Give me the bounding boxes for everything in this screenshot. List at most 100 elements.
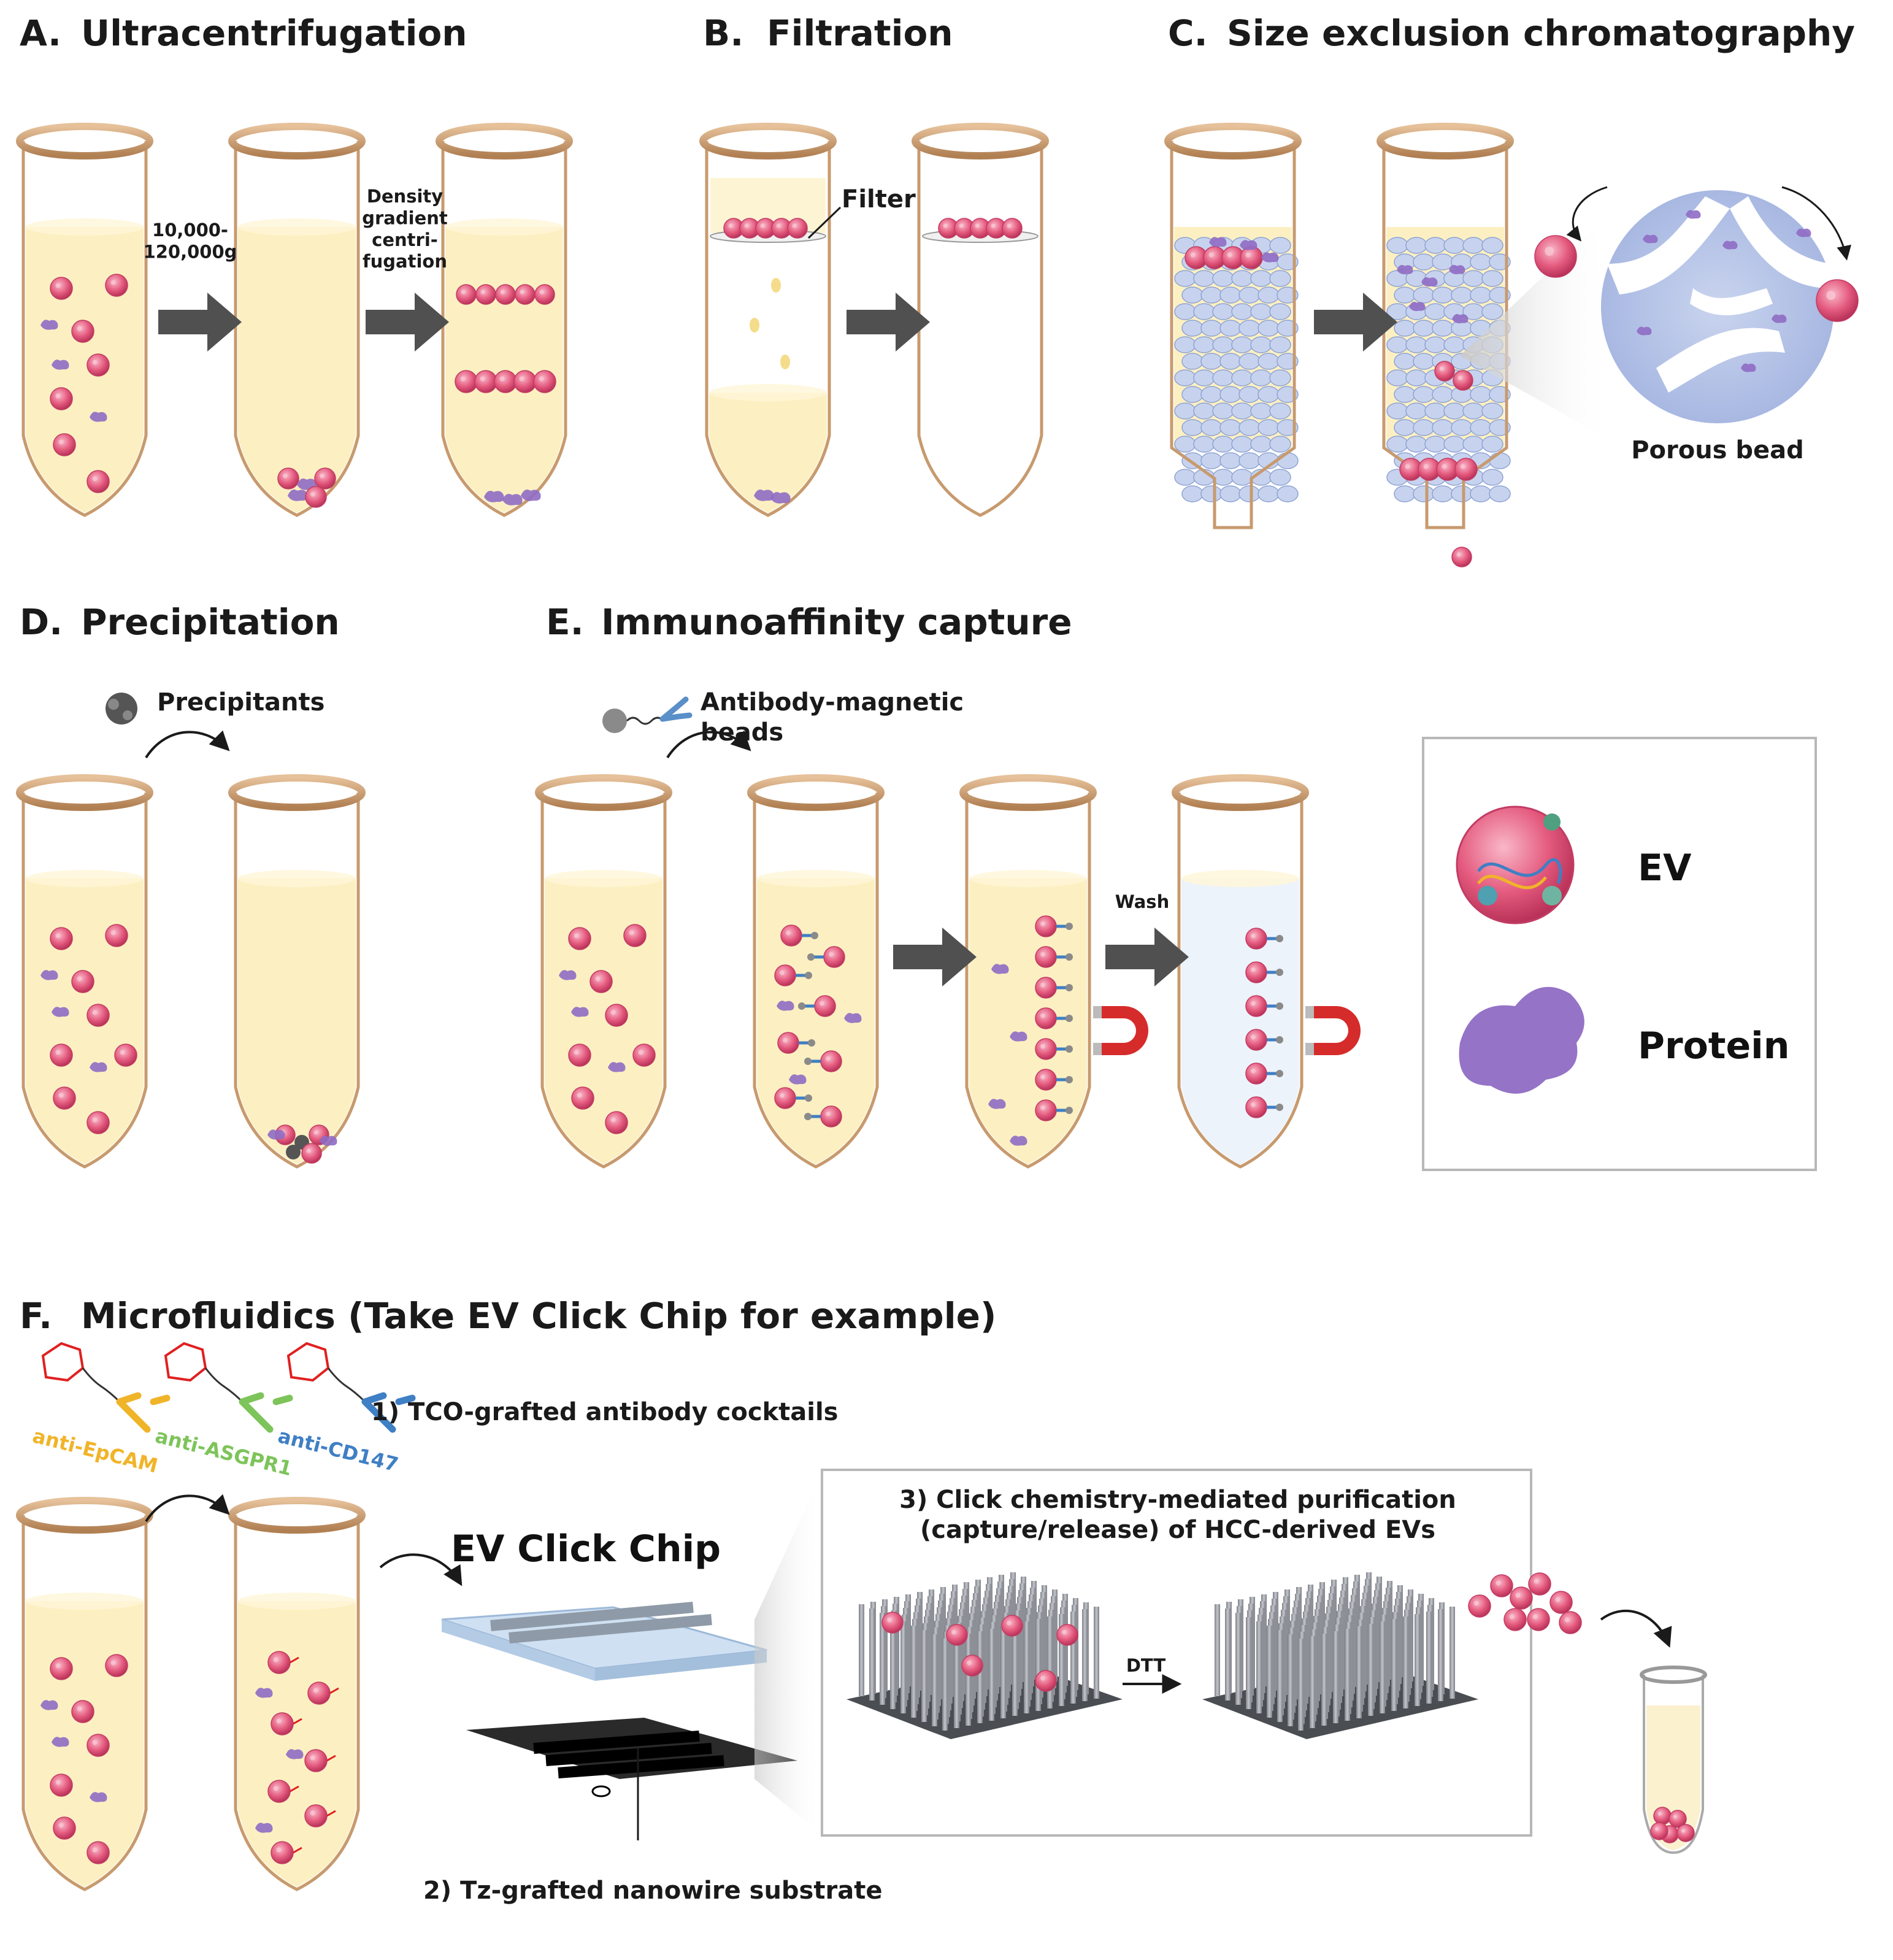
ev-particle (1434, 361, 1455, 382)
ev-particle (494, 370, 517, 393)
nanowire (1215, 1604, 1220, 1696)
ev-particle (53, 1816, 76, 1840)
nanowire-array-release (1202, 1572, 1478, 1739)
nanowire (1415, 1614, 1420, 1706)
protein-particle (52, 359, 69, 370)
nanowire (977, 1631, 983, 1723)
panel-f-letter: F. (20, 1295, 52, 1337)
ev-antibody-bead (1035, 1099, 1073, 1121)
ev-particle (1503, 1608, 1527, 1631)
ev-antibody-bead (804, 1105, 842, 1128)
ev-particle (1668, 1810, 1687, 1828)
ev-particle (961, 1654, 983, 1677)
ev-antibody-bead (1035, 1069, 1073, 1091)
tco-tag (326, 1754, 336, 1762)
ev-particle (780, 924, 802, 947)
speed-label: 10,000-120,000g (144, 220, 237, 262)
ev-particle (71, 320, 94, 343)
protein-particle (1421, 277, 1438, 287)
panel-c-title: C. Size exclusion chromatography (1168, 12, 1855, 54)
ev-particle (568, 1043, 591, 1067)
chip-label: EV Click Chip (451, 1528, 721, 1570)
protein-particle (90, 1062, 107, 1072)
protein-particle (484, 491, 504, 502)
ev-particle (475, 284, 496, 305)
ev-particle (1676, 1824, 1695, 1842)
ev-antibody-bead (780, 924, 818, 947)
ev-particle (105, 1654, 128, 1677)
panel-a-tubes (16, 123, 573, 517)
protein-particle (1796, 228, 1811, 237)
ev-particle (495, 284, 516, 305)
nanowire-array-capture (847, 1572, 1123, 1739)
protein-particle (1261, 252, 1279, 263)
protein-particle (320, 1136, 337, 1146)
ev-particle (986, 218, 1007, 239)
nanowire (1321, 1634, 1327, 1726)
panel-d-tubes (16, 774, 366, 1169)
nanowire (966, 1634, 971, 1726)
panel-b-title: B. Filtration (703, 12, 953, 54)
ev-particle (1203, 246, 1226, 269)
ev-particle (304, 1804, 328, 1827)
protein-particle (991, 964, 1009, 974)
panel-b-heading: Filtration (767, 12, 953, 54)
protein-particle (988, 1099, 1006, 1109)
ev-particle (623, 924, 647, 947)
ev-particle (86, 1111, 110, 1134)
ev-antibody-bead (777, 1032, 815, 1054)
ev-particle (267, 1780, 291, 1803)
nanowire (1356, 1626, 1362, 1718)
antibody-label: anti-CD147 (275, 1424, 401, 1476)
released-evs (1468, 1572, 1582, 1634)
protein-particle (844, 1013, 862, 1023)
panel-c-tubes (1164, 123, 1514, 567)
ev-particle (50, 387, 73, 410)
ev-particle (1035, 977, 1057, 999)
ev-particle (632, 1043, 656, 1067)
legend-ev-label: EV (1638, 847, 1692, 890)
bead-exit-evs (1534, 235, 1859, 322)
tube-b-sample (699, 123, 837, 517)
panel-e-title: E. Immunoaffinity capture (546, 601, 1072, 643)
ev-particle (1002, 218, 1023, 239)
ev-particle (1035, 1038, 1057, 1060)
panel-b-letter: B. (703, 12, 743, 54)
ev-particle (533, 370, 556, 393)
nanowire (1345, 1629, 1350, 1721)
tco-tag (293, 1718, 302, 1725)
nanowire (1277, 1630, 1283, 1722)
panel-f-tubes (16, 1497, 366, 1891)
ev-particle (53, 433, 76, 456)
panel-d-heading: Precipitation (81, 601, 340, 643)
ev-particle (1490, 1574, 1513, 1597)
bead-exit-arrow-right (1781, 186, 1851, 261)
nanowire (1333, 1631, 1338, 1723)
ev-particle (1510, 1586, 1533, 1610)
ev-particle (1245, 995, 1267, 1017)
ev-particle (1221, 246, 1245, 269)
ev-particle (1245, 961, 1267, 983)
nanowire (1438, 1609, 1443, 1701)
nanowire (1298, 1639, 1304, 1731)
ev-particle (1245, 1029, 1267, 1051)
panel-c-arrow (1314, 293, 1397, 352)
panel-e-heading: Immunoaffinity capture (601, 601, 1072, 643)
chip-zoom-cone (755, 1472, 822, 1834)
ev-particle (50, 927, 73, 950)
ev-particle (307, 1681, 331, 1705)
nanowire (900, 1621, 906, 1713)
tco-tag (293, 1847, 302, 1854)
ev-particle (1001, 1615, 1023, 1637)
antibody-label: anti-EpCAM (30, 1424, 160, 1477)
panel-a-heading: Ultracentrifugation (81, 12, 467, 54)
protein-particle (1409, 301, 1426, 312)
precipitants-label: Precipitants (157, 688, 324, 717)
protein-particle (1240, 240, 1258, 250)
ev-particle (1559, 1611, 1582, 1634)
step2-label: 2) Tz-grafted nanowire substrate (423, 1877, 882, 1905)
filter-label: Filter (842, 185, 916, 213)
protein-particle (255, 1823, 273, 1833)
ev-particle (271, 1841, 294, 1864)
